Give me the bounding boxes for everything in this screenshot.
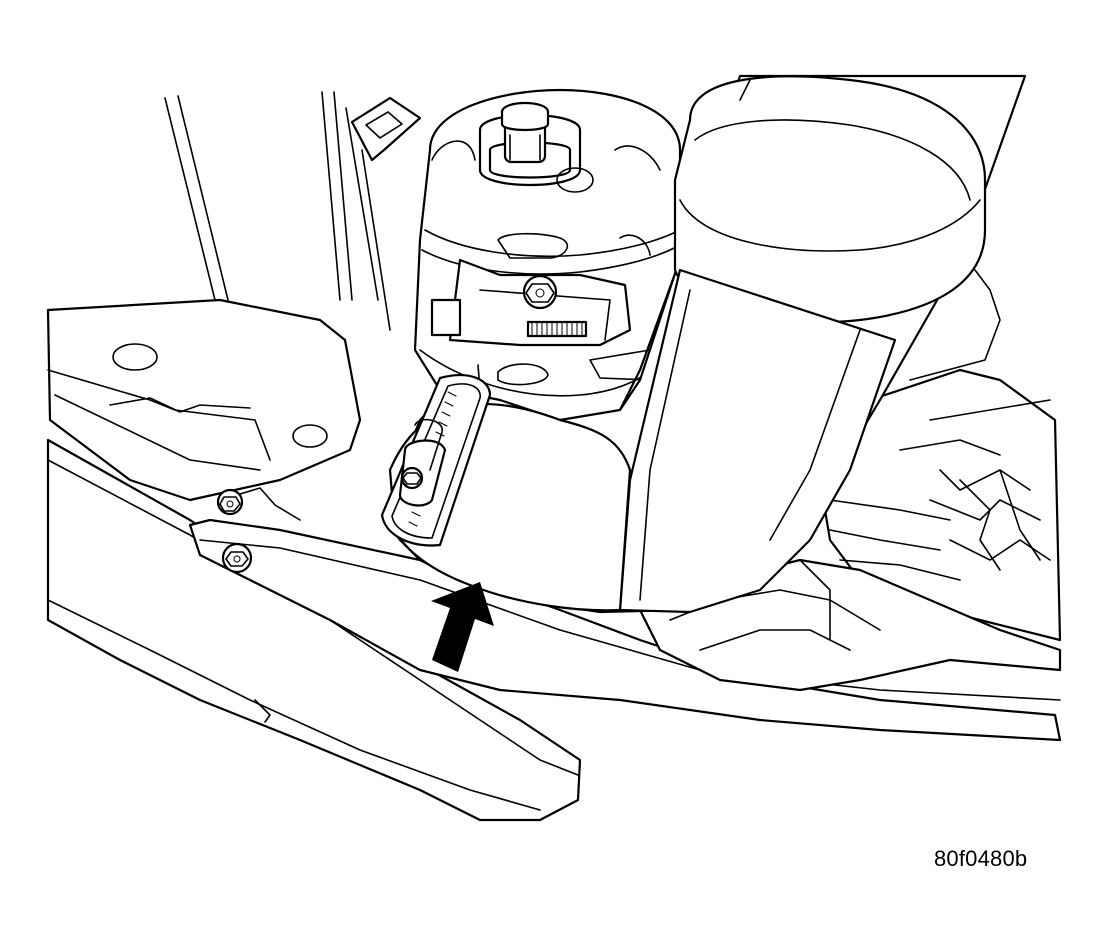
lower-splash-shield — [48, 300, 360, 500]
large-hose — [385, 76, 1025, 612]
bracket-clamp-band — [528, 322, 586, 336]
figure-code-label: 80f0480b — [934, 846, 1028, 871]
bracket-bolt — [522, 274, 558, 310]
brace-bolt-upper — [216, 488, 244, 516]
canister-top-fitting — [480, 103, 593, 192]
hose-clamp — [382, 375, 490, 545]
indicator-arrow — [431, 582, 494, 672]
upper-bracket-tab — [352, 98, 420, 160]
floor-pan-structure — [820, 270, 1060, 640]
brace-bolt-lower — [221, 542, 253, 574]
inner-fender-panel — [165, 92, 390, 330]
